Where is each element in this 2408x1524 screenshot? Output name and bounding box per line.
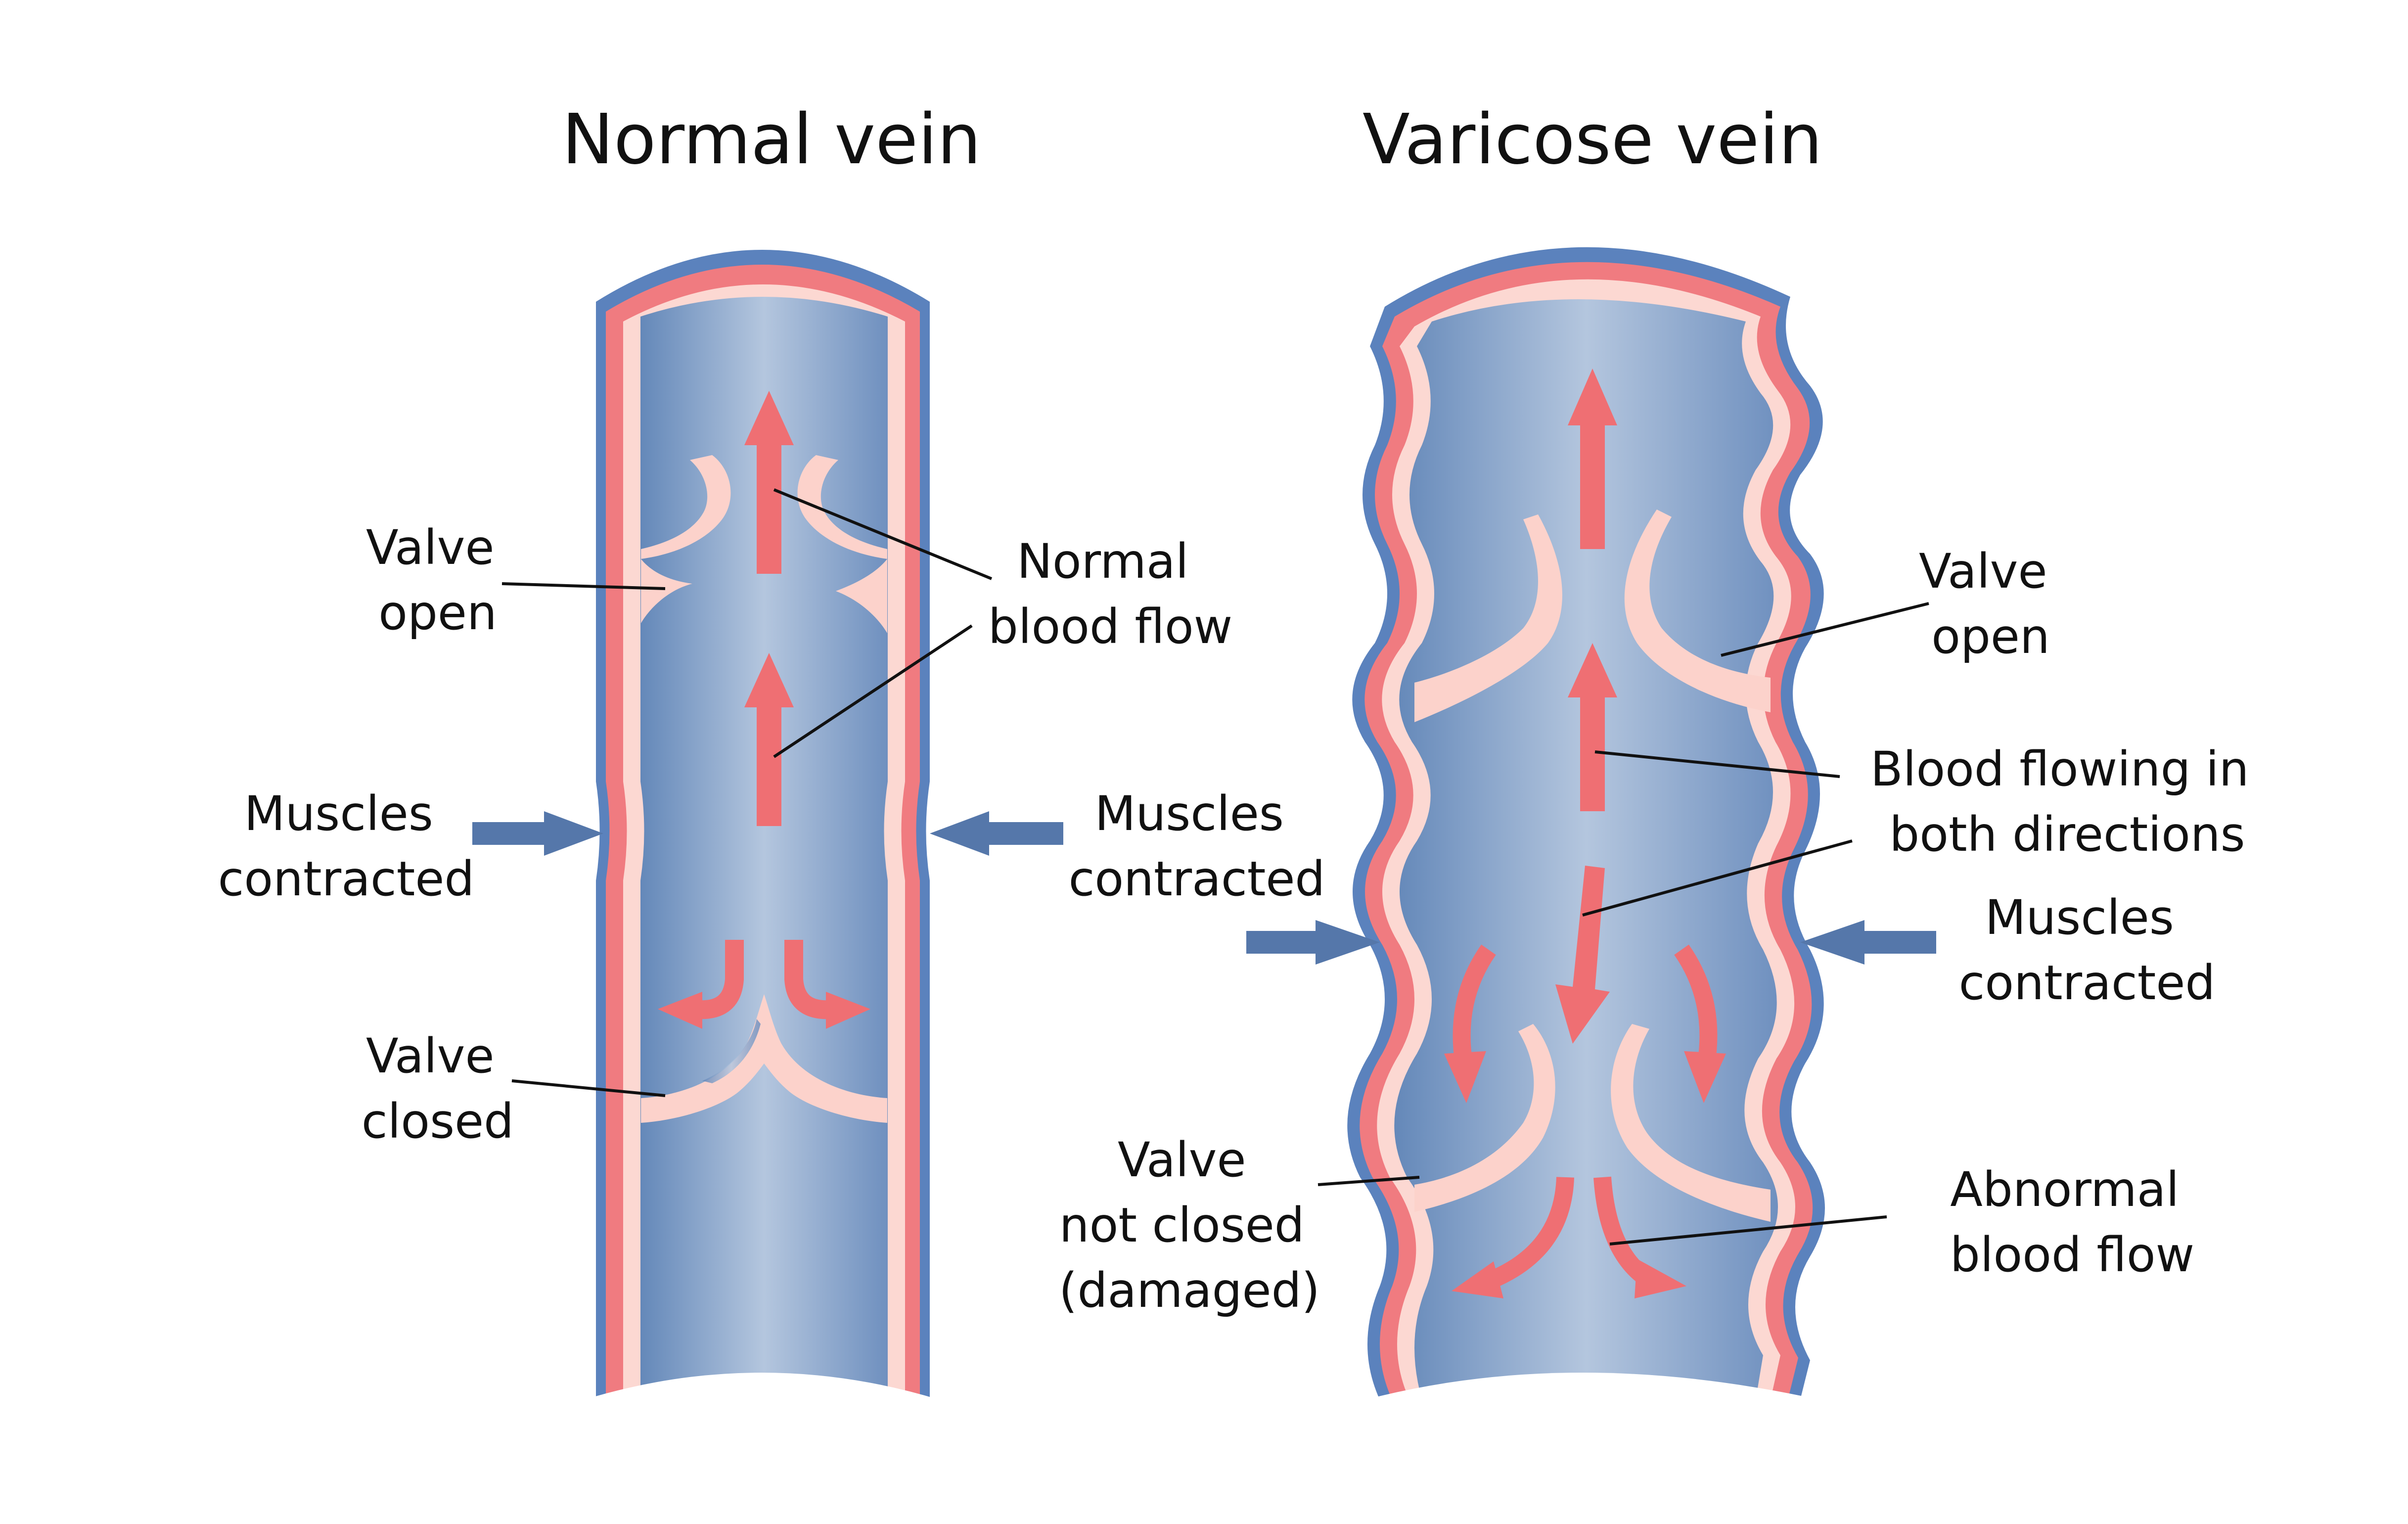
label-varicose-muscles-right: Muscles contracted <box>1959 890 2216 1011</box>
normal-valve-open-right <box>797 455 887 559</box>
varicose-valve-open-right <box>1624 509 1771 712</box>
varicose-vein-title: Varicose vein <box>1363 99 1822 180</box>
varicose-vein-bottom-opening <box>1365 1373 1820 1425</box>
varicose-flow-arrow-curve-right <box>1674 944 1718 1065</box>
varicose-valve-damaged-right <box>1611 1024 1771 1222</box>
muscle-arrow-varicose-left <box>1246 920 1380 965</box>
varicose-flow-arrow-top <box>1568 369 1617 549</box>
varicose-vein-lumen <box>1394 299 1778 1415</box>
leader-normal-flow-upper <box>773 488 993 580</box>
leader-normal-valve-closed <box>511 1079 666 1097</box>
label-normal-valve-open: Valve open <box>366 520 509 641</box>
normal-valve-open-left-base <box>641 549 692 623</box>
varicose-flow-arrow-abnormal-right-head <box>1635 1259 1686 1298</box>
normal-valve-open-left <box>641 455 731 559</box>
normal-vein-title: Normal vein <box>562 99 981 180</box>
normal-flow-arrow-curl-left-head <box>658 992 702 1029</box>
label-normal-muscles-right: Muscles contracted <box>1069 786 1325 907</box>
leader-normal-flow-middle <box>773 624 973 758</box>
leader-varicose-valve-damaged <box>1318 1176 1420 1186</box>
normal-flow-arrow-middle <box>744 653 794 826</box>
muscle-arrow-normal-left <box>472 811 603 856</box>
label-normal-blood-flow: Normal blood flow <box>988 534 1232 654</box>
varicose-valve-damaged-left <box>1414 1024 1555 1212</box>
normal-vein <box>584 250 940 1425</box>
normal-flow-arrow-curl-right-head <box>826 992 870 1029</box>
label-varicose-valve-open: Valve open <box>1919 544 2062 664</box>
varicose-flow-arrow-curve-left-head <box>1444 1051 1486 1103</box>
label-varicose-muscles-left: Muscles contracted <box>1069 786 1325 907</box>
muscle-arrow-varicose-right <box>1800 920 1936 965</box>
label-varicose-both-directions: Blood flowing in both directions <box>1870 741 2264 862</box>
normal-vein-lumen <box>640 297 888 1415</box>
normal-valve-closed-inner <box>702 1019 761 1083</box>
leader-varicose-valve-open <box>1721 602 1929 657</box>
leader-varicose-abnormal <box>1609 1215 1887 1246</box>
normal-vein-bottom-opening <box>584 1373 940 1425</box>
muscle-arrow-normal-right <box>930 811 1063 856</box>
normal-flow-arrow-upper <box>744 391 794 574</box>
normal-valve-open-right-base <box>836 549 887 633</box>
varicose-flow-arrow-middle-up <box>1568 643 1617 811</box>
varicose-flow-arrow-curve-left <box>1453 944 1496 1065</box>
label-varicose-abnormal-flow: Abnormal blood flow <box>1950 1162 2194 1283</box>
varicose-flow-arrow-abnormal-left <box>1485 1177 1574 1290</box>
leader-normal-valve-open <box>501 582 666 590</box>
leader-varicose-flow-up <box>1594 750 1840 778</box>
label-varicose-valve-not-closed: Valve not closed (damaged) <box>1059 1132 1320 1318</box>
varicose-vein <box>1347 247 1825 1425</box>
label-normal-valve-closed: Valve closed <box>362 1028 514 1149</box>
varicose-flow-arrow-abnormal-left-head <box>1452 1261 1503 1298</box>
varicose-flow-arrow-curve-right-head <box>1684 1051 1726 1103</box>
normal-valve-closed <box>641 994 887 1123</box>
varicose-valve-open-left <box>1414 514 1562 722</box>
label-normal-muscles-left: Muscles contracted <box>218 786 475 907</box>
leader-varicose-flow-down <box>1582 839 1853 917</box>
